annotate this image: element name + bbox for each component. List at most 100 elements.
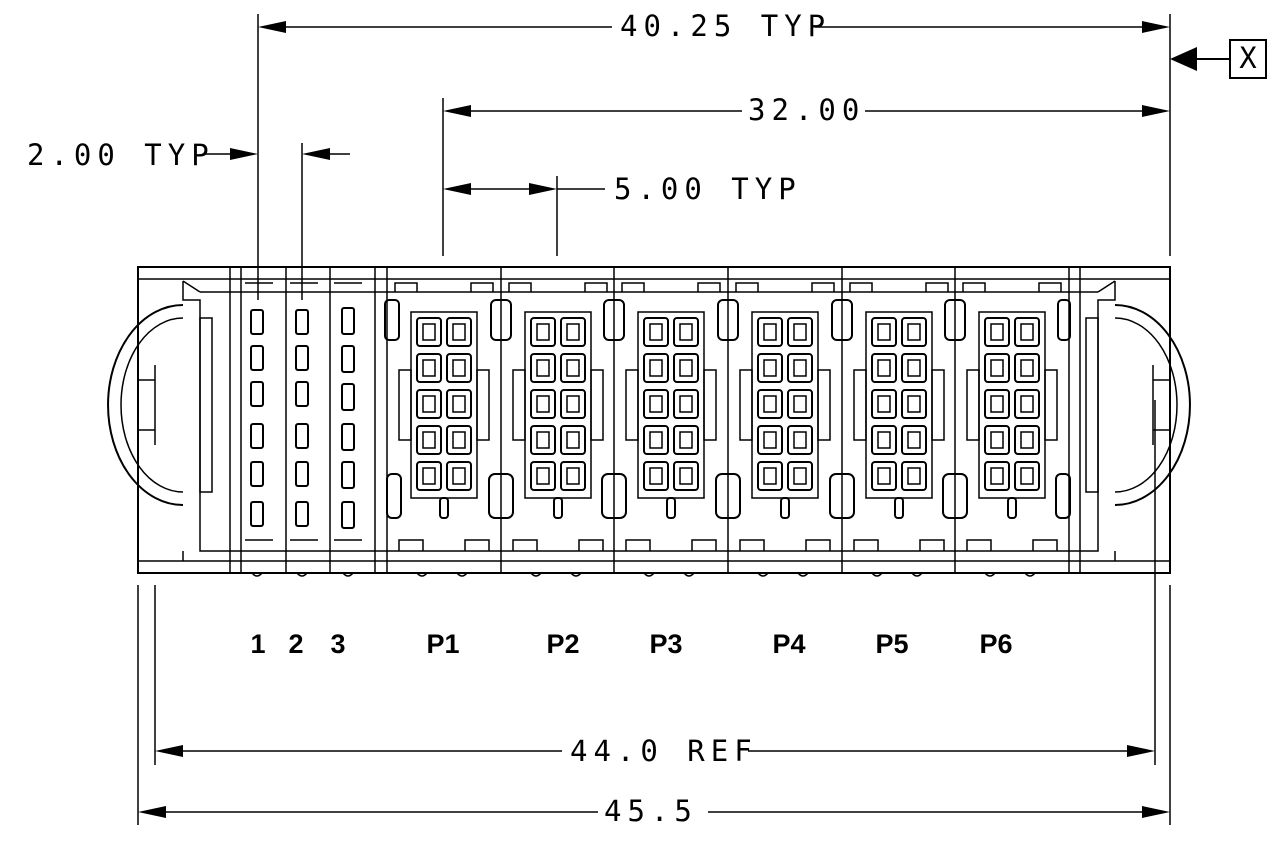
- dim-pitch-power: 5.00 TYP: [443, 172, 796, 256]
- power-contact-inner: [536, 467, 550, 485]
- power-contact: [787, 317, 813, 347]
- contact-housing: [524, 311, 592, 499]
- power-contact: [446, 389, 472, 419]
- bottom-notch: [805, 539, 831, 551]
- separator-post: [603, 299, 625, 341]
- housing-flange: [817, 369, 831, 441]
- housing-flange: [476, 369, 490, 441]
- power-contact-inner: [877, 323, 891, 341]
- contact-housing: [865, 311, 933, 499]
- top-notch: [470, 282, 494, 292]
- top-notch: [621, 282, 645, 292]
- power-contact-inner: [452, 467, 466, 485]
- power-contact: [871, 425, 897, 455]
- separator-post: [715, 473, 741, 519]
- key-pin: [553, 497, 563, 519]
- bottom-notch: [853, 539, 879, 551]
- right-latch: [1085, 304, 1191, 506]
- power-contact: [530, 317, 556, 347]
- bottom-notch: [578, 539, 604, 551]
- separator-post: [717, 299, 739, 341]
- power-contact-inner: [452, 431, 466, 449]
- power-contact-inner: [566, 467, 580, 485]
- power-contact: [787, 461, 813, 491]
- bottom-notch: [512, 539, 538, 551]
- signal-pins: [245, 282, 362, 541]
- pin-tails: [251, 572, 1036, 577]
- connector-body: [107, 266, 1191, 577]
- top-notch: [735, 282, 759, 292]
- top-notch: [584, 282, 608, 292]
- key-pin: [666, 497, 676, 519]
- column-labels: 1 2 3 P1 P2 P3 P4 P5 P6: [250, 629, 1012, 659]
- power-label-p4: P4: [772, 629, 805, 659]
- key-pin: [1007, 497, 1017, 519]
- power-contact: [446, 425, 472, 455]
- power-contact: [530, 353, 556, 383]
- power-contact: [984, 353, 1010, 383]
- power-contact-inner: [679, 359, 693, 377]
- power-contact: [560, 389, 586, 419]
- power-contact: [871, 461, 897, 491]
- pin-tail: [456, 572, 468, 577]
- separator-post: [601, 473, 627, 519]
- power-contact-inner: [679, 431, 693, 449]
- power-contact-inner: [649, 359, 663, 377]
- power-contact: [446, 353, 472, 383]
- power-contact: [871, 389, 897, 419]
- top-notch: [962, 282, 986, 292]
- pin-tail: [683, 572, 695, 577]
- separator-post: [1057, 299, 1071, 341]
- pin-tail: [296, 572, 308, 577]
- dim-p1-to-right-text: 32.00: [748, 93, 865, 127]
- separator-post: [490, 299, 512, 341]
- power-contact: [673, 317, 699, 347]
- pin-tail: [251, 572, 263, 577]
- power-contact: [416, 317, 442, 347]
- power-contact-inner: [907, 395, 921, 413]
- power-contact-inner: [649, 431, 663, 449]
- housing-flange: [625, 369, 639, 441]
- power-module: [942, 282, 1062, 551]
- power-contact-inner: [536, 323, 550, 341]
- bottom-notch: [625, 539, 651, 551]
- signal-label-1: 1: [250, 629, 265, 659]
- power-contact-inner: [793, 323, 807, 341]
- power-label-p3: P3: [649, 629, 682, 659]
- dim-total-width-text: 45.5: [604, 794, 698, 828]
- separator-post: [944, 299, 966, 341]
- top-notch: [508, 282, 532, 292]
- power-contact: [757, 389, 783, 419]
- pin-tail: [570, 572, 582, 577]
- dim-p1-to-right: 32.00: [442, 93, 1170, 256]
- power-contact: [871, 353, 897, 383]
- dim-ref-width-text: 44.0 REF: [570, 734, 758, 768]
- pin-tail: [1024, 572, 1036, 577]
- power-contact: [673, 425, 699, 455]
- power-contact: [530, 461, 556, 491]
- power-contact: [787, 425, 813, 455]
- pin-tail: [416, 572, 428, 577]
- top-notch: [1038, 282, 1062, 292]
- pin-tail: [757, 572, 769, 577]
- power-contact: [1014, 317, 1040, 347]
- pin-tail: [911, 572, 923, 577]
- power-contact-inner: [763, 395, 777, 413]
- contact-housing: [978, 311, 1046, 499]
- datum-flag: X: [1170, 39, 1267, 79]
- bottom-notch: [1032, 539, 1058, 551]
- power-contact: [1014, 425, 1040, 455]
- key-pin: [439, 497, 449, 519]
- power-contact-inner: [422, 431, 436, 449]
- separator-post: [942, 473, 968, 519]
- power-contact-inner: [793, 431, 807, 449]
- power-module: [384, 282, 494, 551]
- bottom-notch: [966, 539, 992, 551]
- bottom-notch: [919, 539, 945, 551]
- power-contact: [1014, 353, 1040, 383]
- power-contact: [757, 461, 783, 491]
- housing-flange: [966, 369, 980, 441]
- bottom-notch: [398, 539, 424, 551]
- dim-overall-typ-text: 40.25 TYP: [620, 9, 831, 43]
- pin-tail: [871, 572, 883, 577]
